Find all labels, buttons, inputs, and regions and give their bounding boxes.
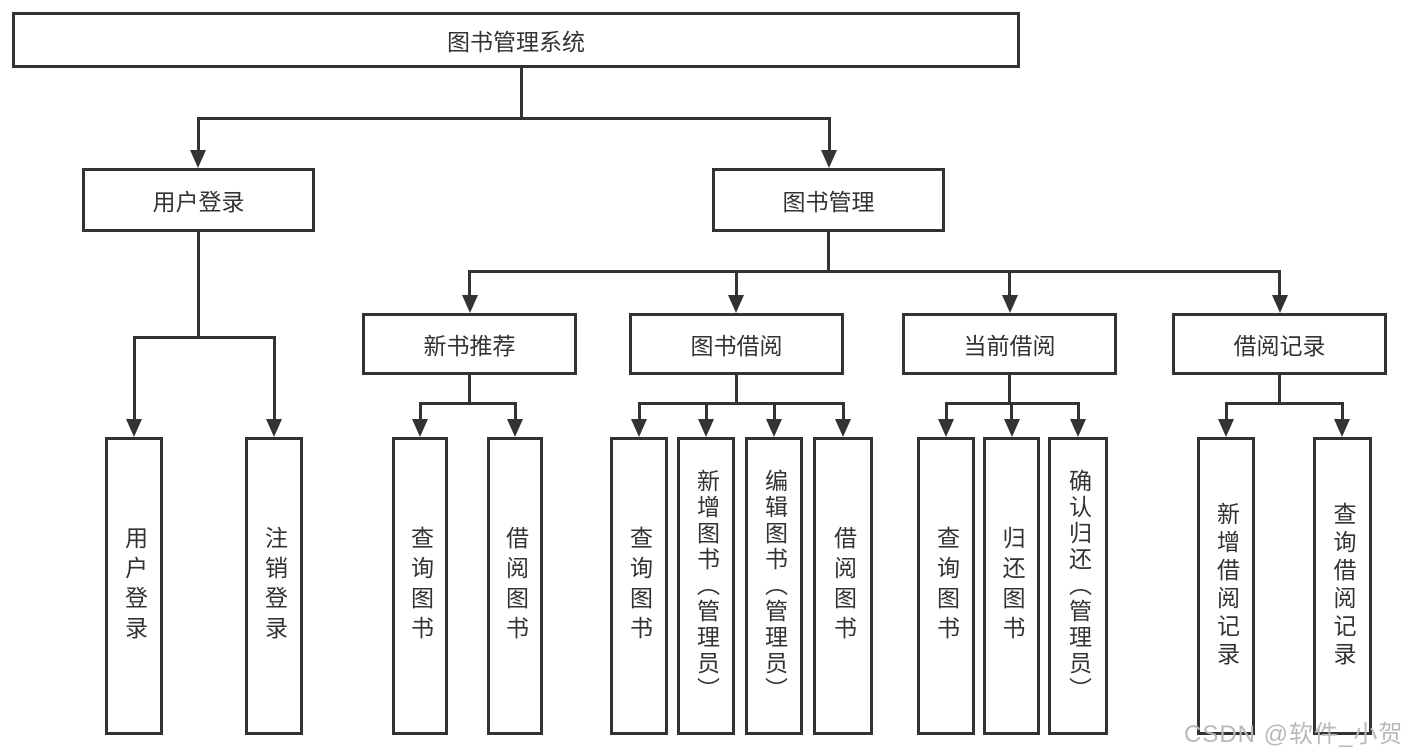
connector-drop-leaf bbox=[945, 402, 948, 419]
node-label: 图书借阅 bbox=[690, 333, 783, 359]
leaf-label: 查询图书 bbox=[407, 526, 434, 646]
connector-root-split bbox=[197, 117, 831, 120]
connector-stem bbox=[735, 375, 738, 404]
arrow-down-icon bbox=[462, 295, 478, 313]
arrow-down-icon bbox=[1218, 419, 1234, 437]
leaf-query-borrowing-record: 查询借阅记录 bbox=[1313, 437, 1372, 735]
connector-split bbox=[1225, 402, 1344, 405]
connector-drop-leaf bbox=[419, 402, 422, 419]
leaf-label: 查询借阅记录 bbox=[1330, 502, 1356, 670]
node-user-login: 用户登录 bbox=[82, 168, 315, 232]
connector-drop-leaf bbox=[842, 402, 845, 419]
arrow-down-icon bbox=[266, 419, 282, 437]
leaf-label: 借阅图书 bbox=[830, 526, 857, 646]
arrow-down-icon bbox=[698, 419, 714, 437]
leaf-add-books-admin: 新增图书（管理员） bbox=[677, 437, 735, 735]
node-label: 新书推荐 bbox=[423, 333, 516, 359]
connector-user-login-stem bbox=[197, 232, 200, 337]
leaf-confirm-return-admin: 确认归还（管理员） bbox=[1048, 437, 1108, 735]
leaf-label: 注销登录 bbox=[261, 526, 288, 646]
node-label: 图书管理 bbox=[782, 189, 875, 215]
arrow-down-icon bbox=[728, 295, 744, 313]
node-borrowing-records: 借阅记录 bbox=[1172, 313, 1387, 375]
connector-drop-leaf bbox=[705, 402, 708, 419]
leaf-label: 用户登录 bbox=[121, 526, 148, 646]
connector-drop-level3 bbox=[1278, 270, 1281, 296]
connector-stem bbox=[1008, 375, 1011, 404]
connector-drop-book-management bbox=[828, 117, 831, 151]
connector-drop-leaf bbox=[1225, 402, 1228, 419]
leaf-label: 新增图书（管理员） bbox=[693, 469, 720, 703]
node-book-borrowing: 图书借阅 bbox=[629, 313, 844, 375]
node-label: 借阅记录 bbox=[1233, 333, 1326, 359]
connector-root-stem bbox=[520, 68, 523, 118]
leaf-return-books: 归还图书 bbox=[983, 437, 1040, 735]
connector-drop-level3 bbox=[1008, 270, 1011, 296]
leaf-query-books: 查询图书 bbox=[917, 437, 975, 735]
node-new-book-recommendation: 新书推荐 bbox=[362, 313, 577, 375]
leaf-label: 查询图书 bbox=[626, 526, 653, 646]
leaf-borrow-books: 借阅图书 bbox=[487, 437, 543, 735]
connector-drop-leaf bbox=[273, 336, 276, 419]
connector-book-management-stem bbox=[827, 232, 830, 271]
connector-book-management-split bbox=[468, 270, 1281, 273]
leaf-query-books: 查询图书 bbox=[392, 437, 448, 735]
connector-stem bbox=[1278, 375, 1281, 404]
arrow-down-icon bbox=[1334, 419, 1350, 437]
connector-drop-leaf bbox=[514, 402, 517, 419]
connector-drop-level3 bbox=[735, 270, 738, 296]
arrow-down-icon bbox=[412, 419, 428, 437]
connector-split bbox=[638, 402, 845, 405]
connector-user-login-split bbox=[133, 336, 276, 339]
arrow-down-icon bbox=[190, 150, 206, 168]
leaf-add-borrowing-record: 新增借阅记录 bbox=[1197, 437, 1255, 735]
connector-stem bbox=[468, 375, 471, 404]
arrow-down-icon bbox=[1272, 295, 1288, 313]
node-label: 用户登录 bbox=[152, 189, 245, 215]
leaf-label: 查询图书 bbox=[933, 526, 960, 646]
leaf-label: 确认归还（管理员） bbox=[1065, 469, 1092, 703]
connector-drop-user-login bbox=[197, 117, 200, 151]
connector-drop-leaf bbox=[133, 336, 136, 419]
arrow-down-icon bbox=[631, 419, 647, 437]
connector-drop-leaf bbox=[638, 402, 641, 419]
node-label: 当前借阅 bbox=[963, 333, 1056, 359]
leaf-logout: 注销登录 bbox=[245, 437, 303, 735]
leaf-label: 新增借阅记录 bbox=[1213, 502, 1240, 670]
csdn-watermark: CSDN @软件_小贺同学 bbox=[1184, 721, 1405, 747]
arrow-down-icon bbox=[835, 419, 851, 437]
connector-split bbox=[419, 402, 517, 405]
node-library-management-system: 图书管理系统 bbox=[12, 12, 1020, 68]
arrow-down-icon bbox=[938, 419, 954, 437]
leaf-query-books: 查询图书 bbox=[610, 437, 668, 735]
leaf-edit-books-admin: 编辑图书（管理员） bbox=[745, 437, 803, 735]
arrow-down-icon bbox=[507, 419, 523, 437]
connector-drop-leaf bbox=[773, 402, 776, 419]
leaf-label: 归还图书 bbox=[999, 526, 1025, 646]
connector-drop-leaf bbox=[1341, 402, 1344, 419]
node-label: 图书管理系统 bbox=[447, 29, 585, 55]
arrow-down-icon bbox=[1002, 295, 1018, 313]
connector-drop-leaf bbox=[1077, 402, 1080, 419]
arrow-down-icon bbox=[1070, 419, 1086, 437]
connector-drop-leaf bbox=[1010, 402, 1013, 419]
node-book-management: 图书管理 bbox=[712, 168, 945, 232]
arrow-down-icon bbox=[126, 419, 142, 437]
arrow-down-icon bbox=[821, 150, 837, 168]
leaf-user-login: 用户登录 bbox=[105, 437, 163, 735]
arrow-down-icon bbox=[1004, 419, 1020, 437]
leaf-label: 编辑图书（管理员） bbox=[761, 469, 788, 703]
arrow-down-icon bbox=[766, 419, 782, 437]
leaf-borrow-books: 借阅图书 bbox=[813, 437, 873, 735]
connector-drop-level3 bbox=[468, 270, 471, 296]
node-current-borrowing: 当前借阅 bbox=[902, 313, 1117, 375]
leaf-label: 借阅图书 bbox=[502, 526, 529, 646]
